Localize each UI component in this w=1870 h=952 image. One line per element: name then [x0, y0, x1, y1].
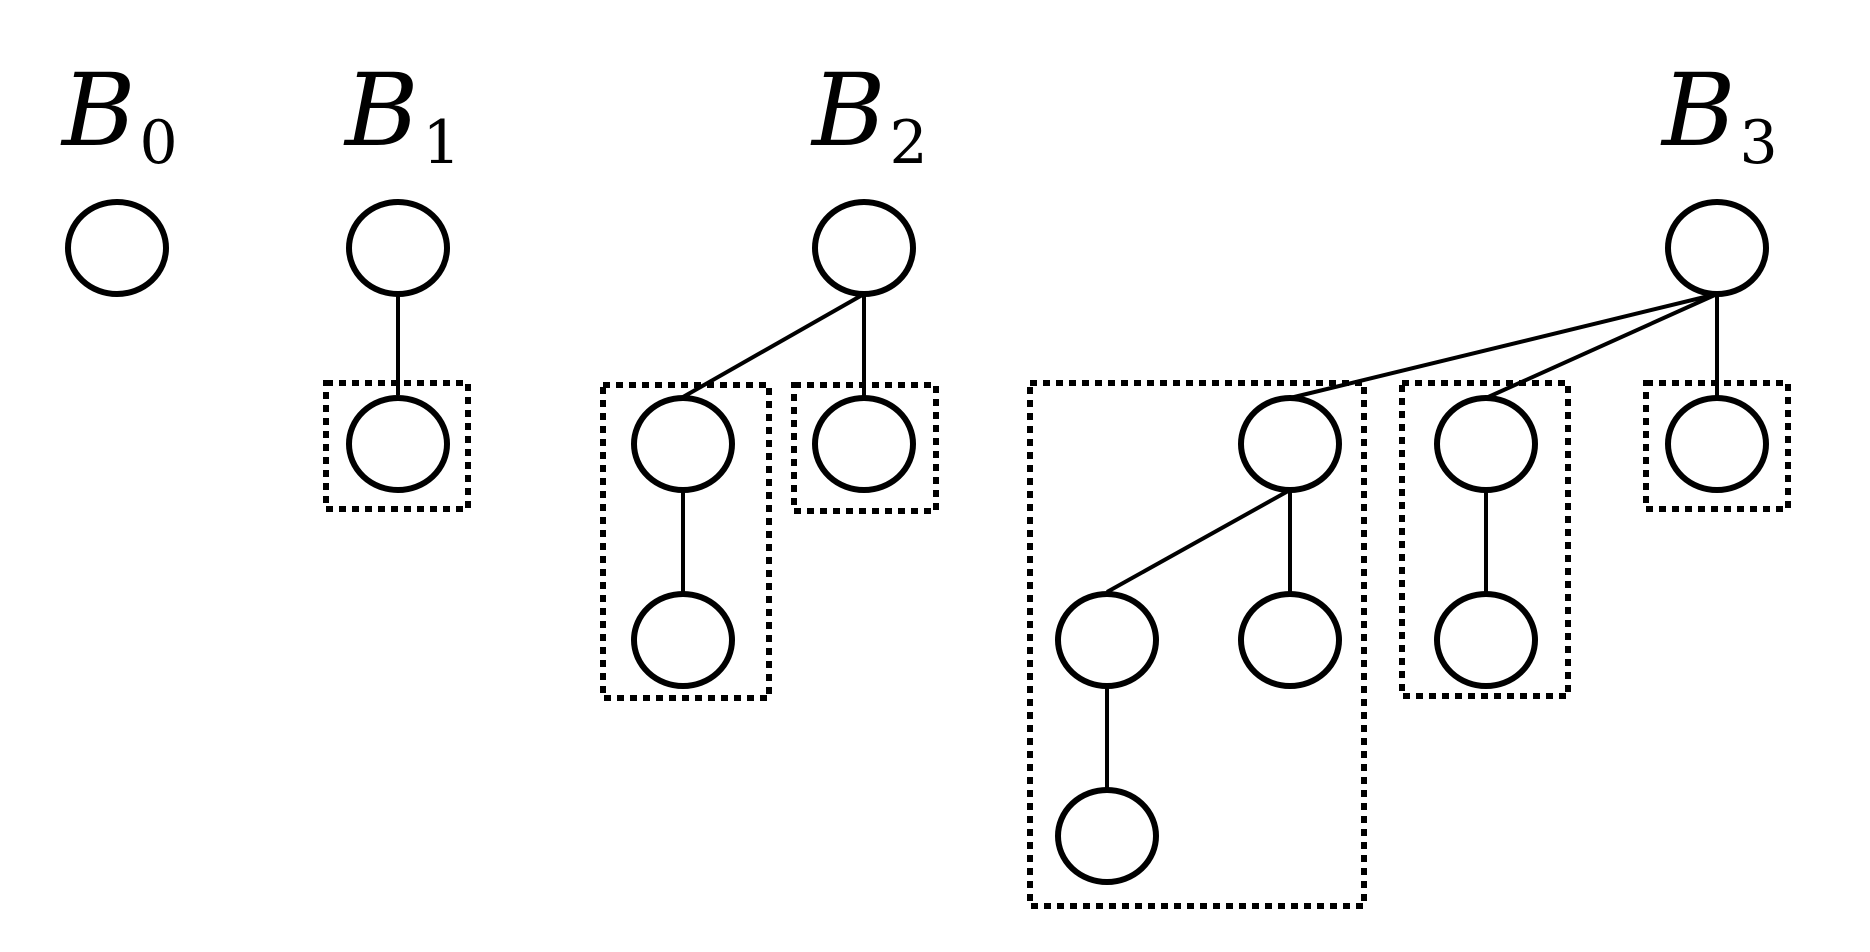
- tree-label-b1: B1: [343, 52, 461, 178]
- b1-root-node: [346, 199, 450, 297]
- b2-left-child-node: [631, 591, 735, 689]
- tree-label-b3: B3: [1660, 52, 1778, 178]
- b3-edge-a-left: [1106, 488, 1291, 594]
- b3-a-right-node: [1238, 591, 1342, 689]
- b3-b-child-node: [1434, 591, 1538, 689]
- b2-subtree-box-left: [600, 382, 772, 701]
- b1-child-node: [346, 395, 450, 493]
- b3-a-node: [1238, 395, 1342, 493]
- b3-edge-root-b: [1485, 292, 1718, 400]
- b2-right-node: [812, 395, 916, 493]
- b3-edge-root-a: [1289, 292, 1718, 400]
- b2-root-node: [812, 199, 916, 297]
- b3-subtree-box-medium: [1399, 380, 1571, 699]
- tree-label-b2: B2: [810, 52, 928, 178]
- b3-b-node: [1434, 395, 1538, 493]
- b3-a-left-node: [1055, 591, 1159, 689]
- b0-root-node: [65, 199, 169, 297]
- tree-label-b0: B0: [60, 52, 178, 178]
- b3-root-node: [1665, 199, 1769, 297]
- b3-a-left-child-node: [1055, 787, 1159, 885]
- b2-edge-root-left: [682, 292, 865, 399]
- b3-c-node: [1665, 395, 1769, 493]
- b2-left-node: [631, 395, 735, 493]
